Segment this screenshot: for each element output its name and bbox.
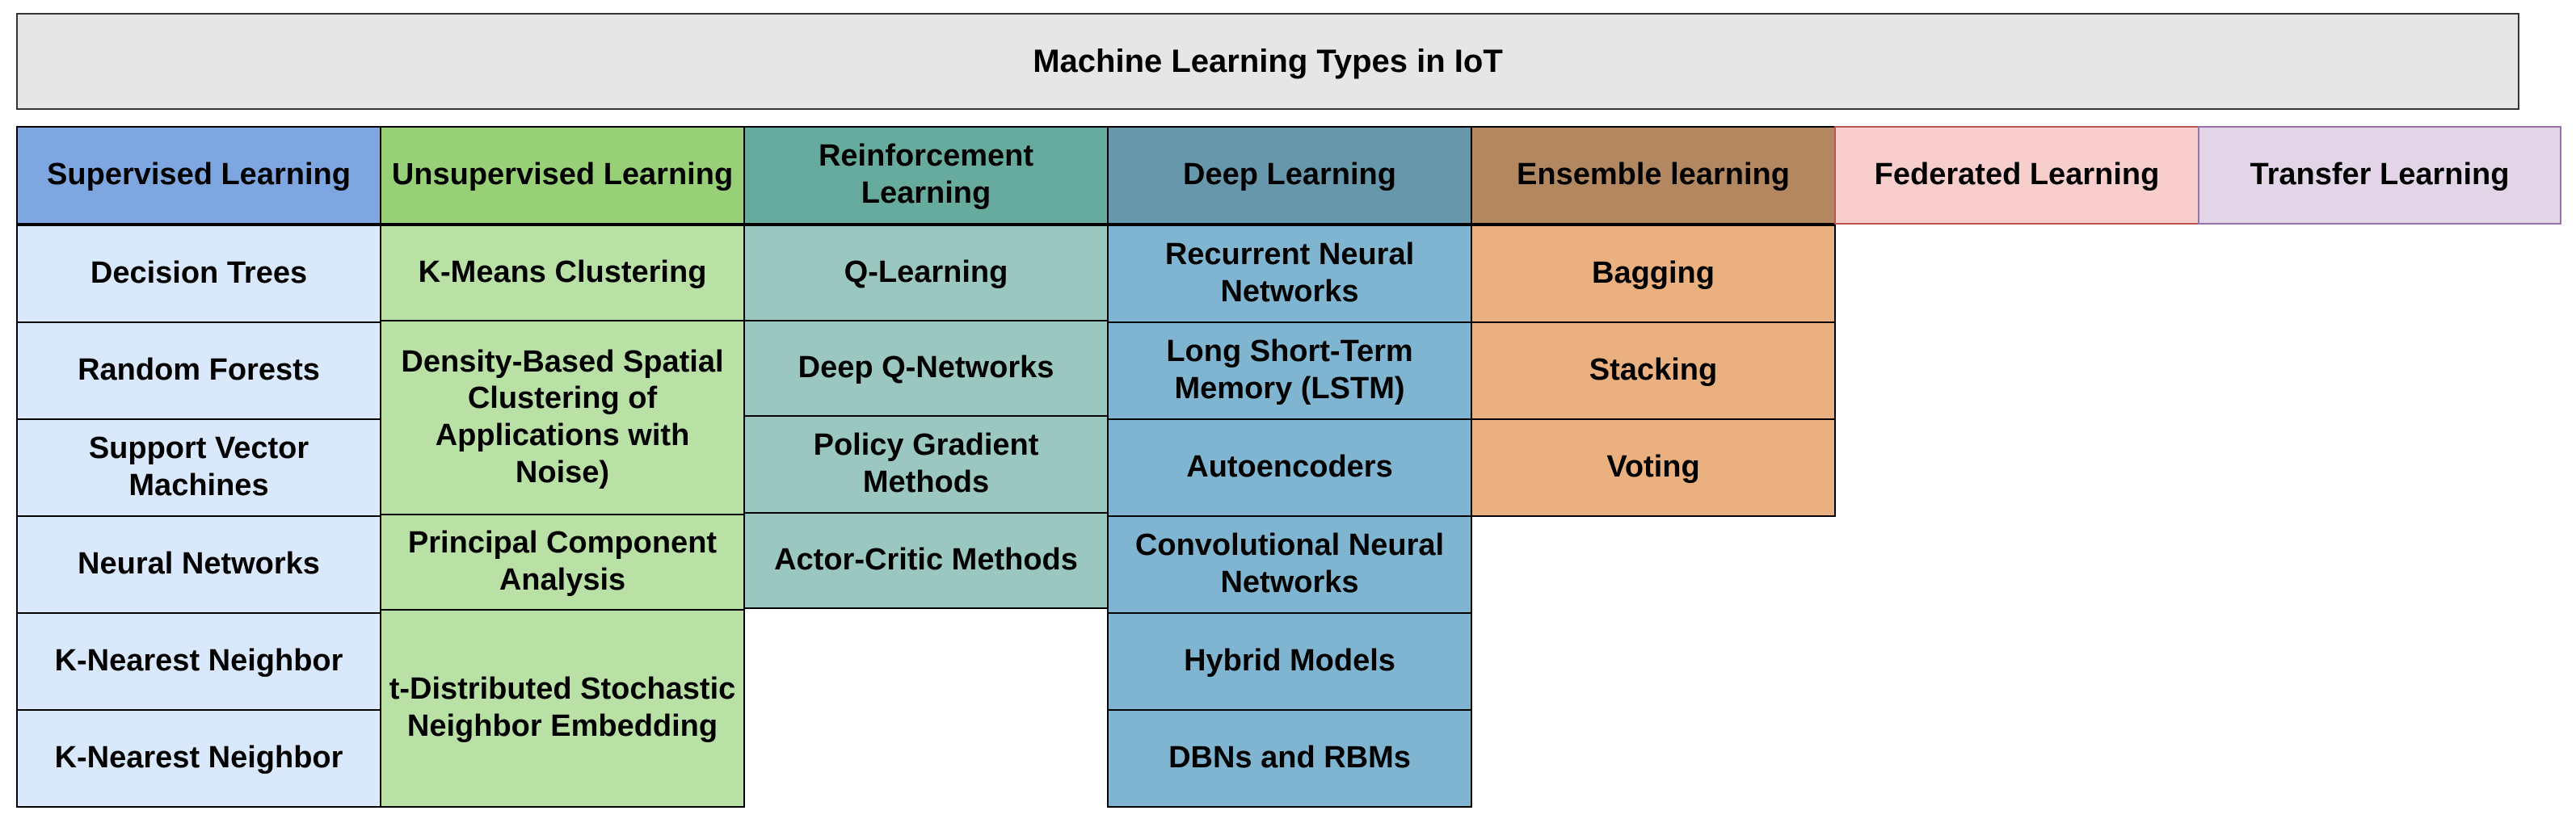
reinforcement-item: Deep Q-Networks <box>743 320 1109 417</box>
supervised-item: Decision Trees <box>16 225 381 323</box>
supervised-item: K-Nearest Neighbor <box>16 709 381 808</box>
unsupervised-item: Principal Component Analysis <box>380 514 745 611</box>
reinforcement-item: Actor-Critic Methods <box>743 512 1109 609</box>
diagram-title: Machine Learning Types in IoT <box>16 13 2519 110</box>
deep-learning-item: Autoencoders <box>1107 418 1472 517</box>
reinforcement-item: Policy Gradient Methods <box>743 415 1109 514</box>
ensemble-item: Voting <box>1471 418 1836 517</box>
deep-learning-item: Hybrid Models <box>1107 612 1472 711</box>
unsupervised-item: Density-Based Spatial Clustering of Appl… <box>380 320 745 515</box>
header-reinforcement-learning: Reinforcement Learning <box>743 126 1109 225</box>
header-unsupervised-learning: Unsupervised Learning <box>380 126 745 225</box>
header-transfer-learning: Transfer Learning <box>2198 126 2561 225</box>
deep-learning-item: DBNs and RBMs <box>1107 709 1472 808</box>
header-ensemble-learning: Ensemble learning <box>1471 126 1836 225</box>
header-supervised-learning: Supervised Learning <box>16 126 381 225</box>
ensemble-item: Stacking <box>1471 321 1836 420</box>
header-federated-learning: Federated Learning <box>1834 126 2199 225</box>
supervised-item: Neural Networks <box>16 515 381 614</box>
header-deep-learning: Deep Learning <box>1107 126 1472 225</box>
ensemble-item: Bagging <box>1471 225 1836 323</box>
unsupervised-item: K-Means Clustering <box>380 225 745 321</box>
supervised-item: Support Vector Machines <box>16 418 381 517</box>
deep-learning-item: Recurrent Neural Networks <box>1107 225 1472 323</box>
supervised-item: Random Forests <box>16 321 381 420</box>
reinforcement-item: Q-Learning <box>743 225 1109 321</box>
unsupervised-item: t-Distributed Stochastic Neighbor Embedd… <box>380 609 745 808</box>
deep-learning-item: Convolutional Neural Networks <box>1107 515 1472 614</box>
deep-learning-item: Long Short-Term Memory (LSTM) <box>1107 321 1472 420</box>
supervised-item: K-Nearest Neighbor <box>16 612 381 711</box>
